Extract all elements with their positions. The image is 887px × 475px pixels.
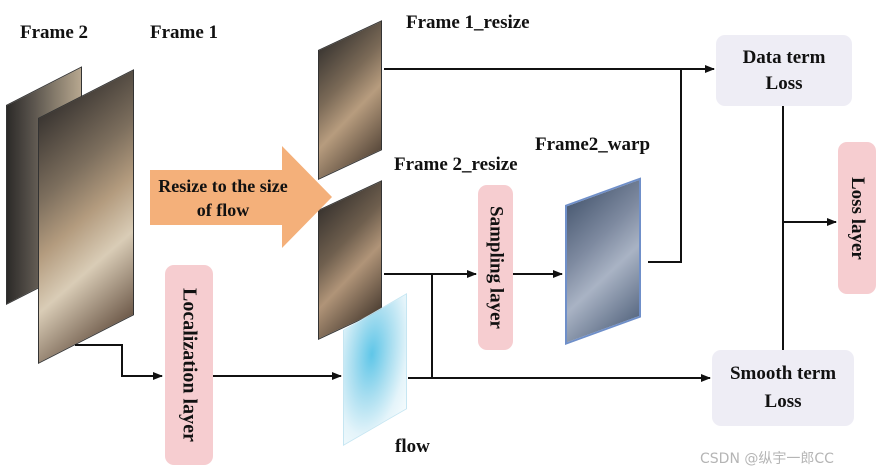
watermark: CSDN @纵宇一郎CC [700,451,834,467]
frame-1-label: Frame 1 [150,22,219,43]
edge-frame-to-localization [75,344,163,380]
resize-arrow [150,146,332,248]
sampling-layer-box: Sampling layer [478,185,513,350]
resize-node: Resize to the size of flow [158,176,288,220]
frame2-warp-label: Frame2_warp [535,134,651,155]
loss-layer-box: Loss layer [838,142,876,294]
frame-2-label: Frame 2 [20,22,89,43]
frame-1-resize-label: Frame 1_resize [406,12,530,33]
localization-layer-box: Localization layer [165,265,213,465]
data-term-loss-box: Data term Loss [716,35,852,106]
frame-2-resize-label: Frame 2_resize [394,154,518,175]
flow-label: flow [395,436,430,457]
edge-warp-to-dataterm [648,69,682,263]
smooth-term-loss-box: Smooth term Loss [712,350,854,426]
